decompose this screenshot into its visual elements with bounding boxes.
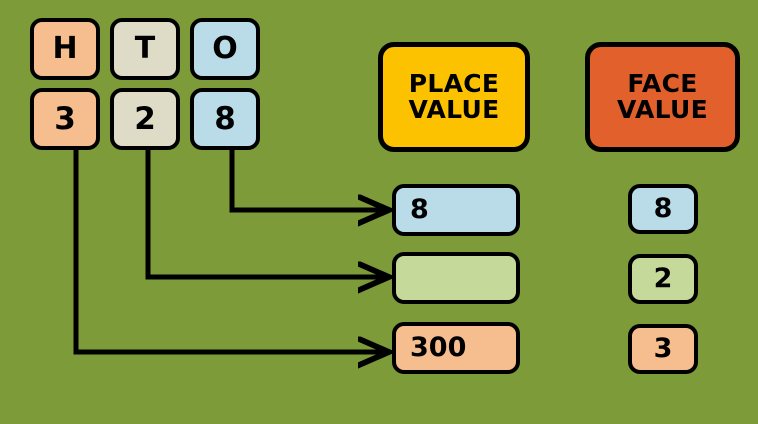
digit-label: 3 [54,100,76,137]
place-value-box-hundreds: 300 [392,322,520,374]
digit-tens: 2 [110,88,180,150]
face-value-label: 3 [653,332,673,364]
digit-label: 8 [214,100,236,137]
place-value-title-line2: VALUE [408,95,500,124]
connector-hundreds [73,150,386,352]
place-value-title: PLACE VALUE [378,42,530,152]
face-value-box-tens: 2 [628,254,698,304]
place-header-label: O [212,31,238,67]
digit-label: 2 [134,100,156,137]
place-header-hundreds: H [30,18,100,80]
digit-ones: 8 [190,88,260,150]
place-header-ones: O [190,18,260,80]
face-value-title: FACE VALUE [585,42,740,152]
face-value-title-line1: FACE [627,68,698,98]
face-value-title-line2: VALUE [617,95,708,124]
face-value-box-ones: 8 [628,184,698,234]
connector-tens [145,150,386,277]
place-header-label: H [52,31,78,67]
face-value-label: 8 [653,192,673,224]
face-value-box-hundreds: 3 [628,324,698,374]
place-header-tens: T [110,18,180,80]
place-value-label: 8 [410,193,429,225]
face-value-label: 2 [653,262,673,294]
connector-ones [229,150,386,210]
place-value-box-ones: 8 [392,184,520,236]
digit-hundreds: 3 [30,88,100,150]
place-value-box-tens [392,252,520,304]
place-value-label: 300 [410,331,467,363]
place-header-label: T [134,31,156,67]
place-value-title-line1: PLACE [408,68,500,98]
